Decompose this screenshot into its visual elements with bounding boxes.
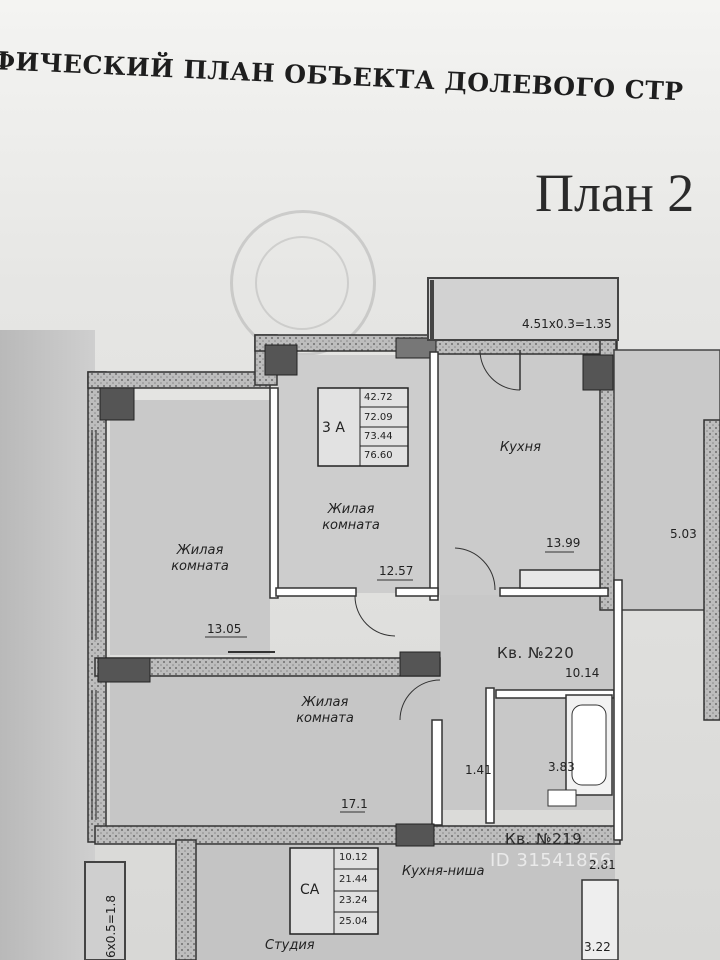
apt-219-area-4: 25.04 (339, 916, 368, 927)
wall-int-2 (429, 351, 439, 601)
column-3 (582, 354, 614, 391)
room-2-area: 12.57 (379, 564, 414, 578)
neighbor-room (613, 349, 720, 611)
apt-220-area-1: 42.72 (364, 392, 393, 403)
kitchen-area: 13.99 (546, 536, 581, 550)
apt-219-label: Кв. №219 (505, 830, 583, 848)
room-1-area: 13.05 (207, 622, 242, 636)
apt-219-area-3: 23.24 (339, 895, 368, 906)
kitchen-niche-label: Кухня-ниша (402, 864, 485, 879)
studio-fill (195, 845, 615, 960)
studio-label: Студия (265, 938, 315, 953)
room-fill-1 (110, 400, 270, 655)
side-room-area: 5.03 (670, 527, 697, 541)
balcony-dims: 4.51x0.3=1.35 (522, 317, 612, 331)
apt-219-area-1: 10.12 (339, 852, 368, 863)
studio-balcony-dims: 6x0.5=1.8 (104, 895, 118, 958)
watermark: ID 31541856 (490, 850, 613, 871)
wall-left (87, 371, 107, 843)
room-fill-3 (110, 670, 440, 835)
corridor-area: 10.14 (565, 666, 600, 680)
studio-balcony (84, 861, 126, 960)
room-1-name: Жилая комната (171, 543, 229, 574)
room-3-name: Жилая комната (296, 695, 354, 726)
apt-219-type: СА (300, 882, 320, 898)
door-arc (479, 349, 521, 391)
stamp-inner (255, 236, 349, 330)
room-3-area: 17.1 (341, 797, 368, 811)
apt-219-value-1: 2.81 (589, 858, 616, 872)
column-4 (395, 337, 437, 359)
wall-int-1 (269, 387, 279, 599)
room-fill-kitchen (438, 350, 608, 595)
hall-area: 1.41 (465, 763, 492, 777)
kitchen-counter (519, 569, 601, 589)
kitchen-name: Кухня (500, 440, 541, 455)
balcony (427, 277, 619, 341)
apt-220-area-3: 73.44 (364, 431, 393, 442)
stamp (230, 210, 376, 356)
apt-220-label: Кв. №220 (497, 644, 575, 662)
wall-top-right (431, 339, 618, 355)
apt-219-value-2: 3.22 (584, 940, 611, 954)
bath-area: 3.83 (548, 760, 575, 774)
apt-219-area-2: 21.44 (339, 874, 368, 885)
wall-top-left (87, 371, 271, 389)
apt-220-type: 3 А (322, 420, 345, 436)
plan-title: План 2 (535, 163, 695, 223)
apt-220-area-4: 76.60 (364, 450, 393, 461)
shadow (0, 330, 95, 960)
apt-220-area-2: 72.09 (364, 412, 393, 423)
column-1 (99, 387, 135, 421)
room-2-name: Жилая комната (322, 502, 380, 533)
column-2 (264, 344, 298, 376)
